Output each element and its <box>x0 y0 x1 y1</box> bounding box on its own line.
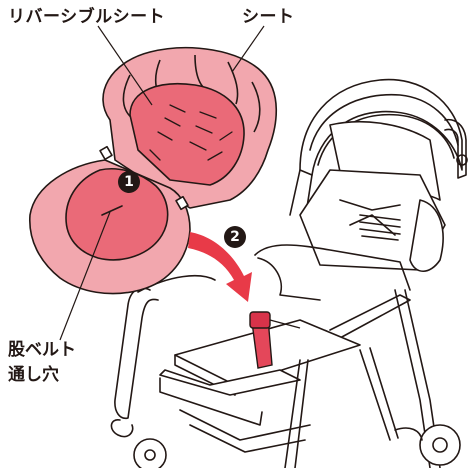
label-crotch-belt-hole-line1: 股ベルト <box>8 340 76 360</box>
harness-strap <box>339 199 401 236</box>
brake <box>394 427 423 441</box>
back-mesh <box>359 214 401 241</box>
crotch-buckle <box>249 311 301 369</box>
canopy <box>299 78 463 176</box>
front-leg <box>284 359 309 468</box>
reversible-seat <box>29 47 278 295</box>
canopy-rib <box>317 113 455 166</box>
bumper-bar <box>114 287 159 420</box>
insert-arrow <box>188 232 252 302</box>
canopy-rib <box>309 93 459 151</box>
basket <box>179 409 311 453</box>
seat-back-pad <box>129 83 245 186</box>
seat-back <box>299 169 446 271</box>
side-frame <box>254 244 411 291</box>
crotch-hole-slit <box>101 205 123 216</box>
label-crotch-belt-hole: 股ベルト 通し穴 <box>8 338 76 388</box>
footrest <box>159 369 301 396</box>
frame-tube <box>329 294 411 339</box>
crotch-buckle-head <box>249 311 271 329</box>
rear-wheel <box>419 424 461 466</box>
step-2-badge: 2 <box>224 226 246 248</box>
canopy-knob <box>456 154 468 166</box>
strap-pin <box>269 319 301 329</box>
side-pad <box>409 199 444 273</box>
footrest-front <box>159 377 263 426</box>
cross-leg <box>359 347 399 441</box>
front-wheel <box>133 438 167 468</box>
seat-cushion-pad <box>65 168 169 261</box>
seat-hinge-right <box>175 195 189 211</box>
label-seat: シート <box>242 7 295 27</box>
front-bumper <box>257 257 321 301</box>
front-wheel-hub <box>144 449 156 461</box>
leader-seat <box>231 25 265 73</box>
handle-bar <box>444 118 467 179</box>
leader-hole <box>59 211 111 341</box>
leader-reversible <box>97 25 153 106</box>
label-reversible-seat: リバーシブルシート <box>8 7 166 27</box>
label-crotch-belt-hole-line2: 通し穴 <box>8 365 59 385</box>
pad-slits <box>149 104 233 161</box>
leader-lines <box>59 25 265 341</box>
seat-hinge-left <box>99 145 113 161</box>
bumper-end <box>110 419 134 438</box>
rear-wheel-hub <box>432 437 448 453</box>
step-1-badge: 1 <box>118 171 140 193</box>
arrow-body <box>188 232 252 302</box>
